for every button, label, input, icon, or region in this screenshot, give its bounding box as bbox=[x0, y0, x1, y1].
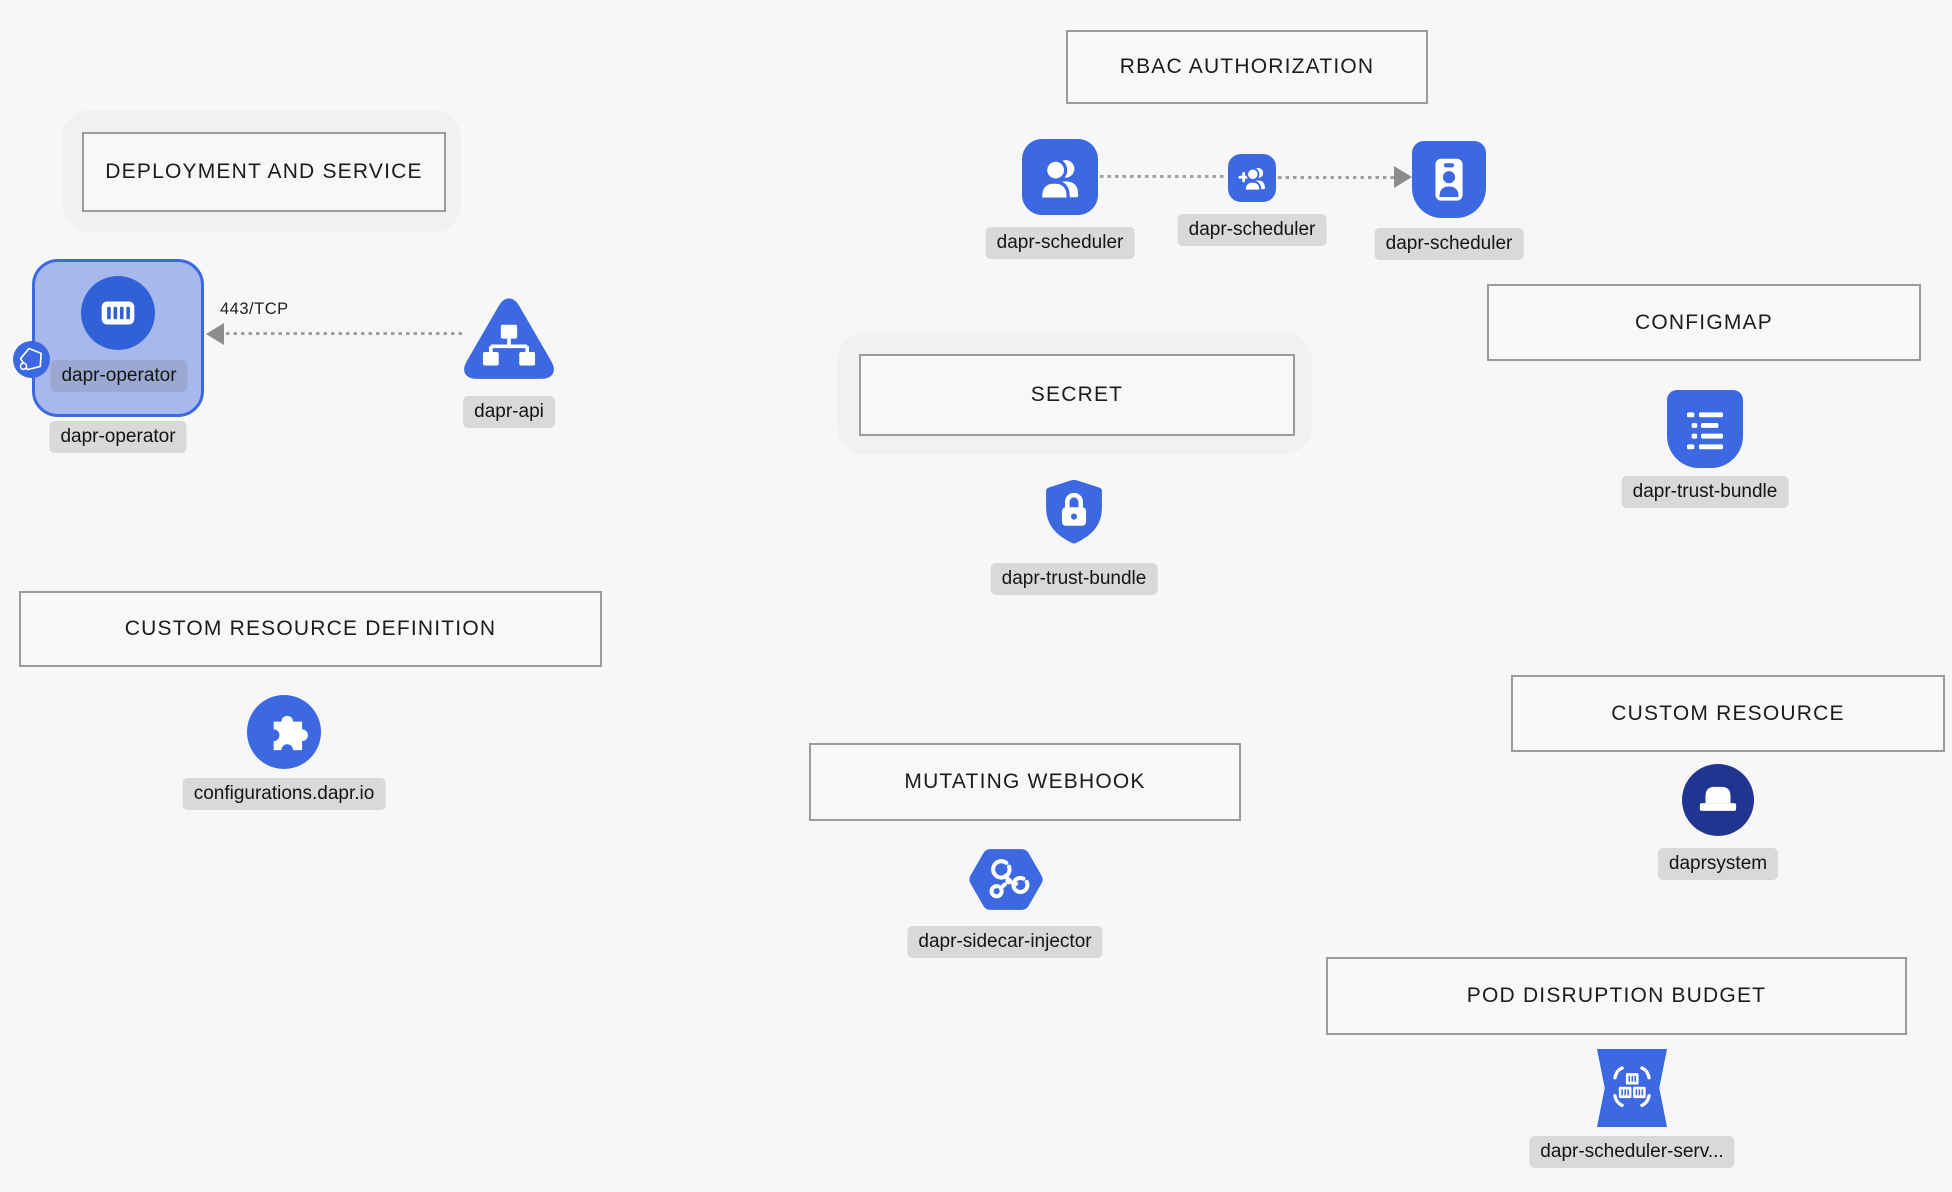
section-configmap: CONFIGMAP bbox=[1487, 284, 1921, 361]
shield-lock-icon[interactable] bbox=[1041, 477, 1107, 549]
edge-rolebinding-serviceaccount bbox=[1278, 176, 1396, 179]
section-title: CUSTOM RESOURCE bbox=[1611, 701, 1845, 725]
pentagon-badge-icon[interactable] bbox=[13, 341, 50, 378]
section-title: DEPLOYMENT AND SERVICE bbox=[105, 160, 423, 183]
section-title: SECRET bbox=[1030, 383, 1124, 406]
dapr-hat-icon[interactable] bbox=[1682, 764, 1754, 836]
user-plus-icon[interactable] bbox=[1228, 154, 1276, 202]
node-label: dapr-trust-bundle bbox=[1621, 476, 1789, 508]
id-badge-icon[interactable] bbox=[1412, 141, 1486, 218]
section-deployment-and-service: DEPLOYMENT AND SERVICE bbox=[82, 132, 446, 212]
node-label: dapr-trust-bundle bbox=[990, 563, 1158, 595]
pod-disruption-icon[interactable] bbox=[1597, 1049, 1667, 1127]
section-title: MUTATING WEBHOOK bbox=[904, 770, 1146, 793]
section-title: CONFIGMAP bbox=[1635, 310, 1773, 334]
section-custom-resource: CUSTOM RESOURCE bbox=[1511, 675, 1945, 752]
section-title: CUSTOM RESOURCE DEFINITION bbox=[124, 617, 497, 640]
section-title: POD DISRUPTION BUDGET bbox=[1466, 984, 1767, 1007]
node-label: dapr-operator bbox=[50, 360, 188, 392]
arrowhead-left-icon bbox=[206, 323, 224, 345]
section-custom-resource-definition: CUSTOM RESOURCE DEFINITION bbox=[19, 591, 602, 667]
section-title: RBAC AUTHORIZATION bbox=[1119, 55, 1375, 78]
puzzle-icon[interactable] bbox=[247, 695, 321, 769]
configmap-list-icon[interactable] bbox=[1667, 390, 1743, 468]
node-label: dapr-scheduler-serv... bbox=[1529, 1136, 1735, 1168]
node-label: dapr-scheduler bbox=[985, 227, 1135, 259]
node-label: dapr-api bbox=[463, 396, 555, 428]
section-mutating-webhook: MUTATING WEBHOOK bbox=[809, 743, 1241, 821]
node-label: dapr-operator bbox=[49, 421, 187, 453]
deployment-icon[interactable] bbox=[81, 276, 155, 350]
node-label: daprsystem bbox=[1657, 848, 1779, 880]
arrowhead-right-icon bbox=[1394, 166, 1412, 188]
section-rbac-authorization: RBAC AUTHORIZATION bbox=[1066, 30, 1428, 104]
users-icon[interactable] bbox=[1022, 139, 1098, 215]
webhook-hexagon-icon[interactable] bbox=[967, 845, 1045, 914]
edge-clusterrole-rolebinding bbox=[1100, 175, 1226, 178]
service-triangle-icon[interactable] bbox=[463, 297, 555, 385]
section-pod-disruption-budget: POD DISRUPTION BUDGET bbox=[1326, 957, 1907, 1035]
edge-api-operator bbox=[226, 332, 464, 335]
node-label: configurations.dapr.io bbox=[182, 778, 386, 810]
edge-port-label: 443/TCP bbox=[220, 300, 289, 318]
node-label: dapr-scheduler bbox=[1177, 214, 1327, 246]
node-label: dapr-sidecar-injector bbox=[907, 926, 1103, 958]
node-label: dapr-scheduler bbox=[1374, 228, 1524, 260]
section-secret: SECRET bbox=[859, 354, 1295, 436]
